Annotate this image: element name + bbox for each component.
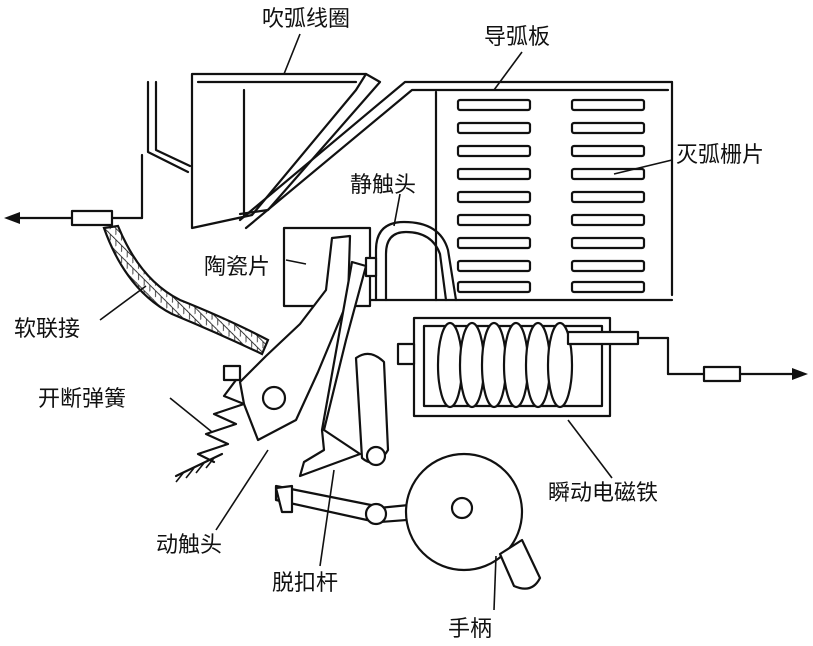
grid-plates-left (456, 98, 532, 294)
flexible-link (102, 224, 270, 356)
label-trip-lever: 脱扣杆 (272, 571, 338, 596)
label-arc-guide: 导弧板 (484, 25, 550, 50)
handle (404, 452, 542, 590)
label-flex-link: 软联接 (14, 317, 80, 342)
label-arc-grid: 灭弧栅片 (676, 143, 764, 168)
right-terminal (636, 336, 808, 383)
leader-lines (99, 33, 673, 611)
label-moving-contact: 动触头 (156, 533, 222, 558)
label-instant-electromagnet: 瞬动电磁铁 (548, 481, 658, 506)
grid-plates-right (570, 98, 646, 294)
label-ceramic-plate: 陶瓷片 (204, 255, 270, 280)
left-terminal (4, 153, 144, 227)
static-contact (364, 220, 458, 302)
arc-chute (434, 90, 674, 302)
label-handle: 手柄 (448, 617, 492, 642)
arc-guide-plate (238, 80, 674, 297)
label-break-spring: 开断弹簧 (38, 387, 126, 412)
blow-coil (190, 72, 382, 230)
trip-lever (298, 260, 390, 478)
magnet-coil (436, 321, 574, 409)
upper-conductor (146, 80, 192, 174)
label-static-contact: 静触头 (350, 173, 416, 198)
label-blow-coil: 吹弧线圈 (262, 7, 350, 32)
break-spring (174, 378, 246, 483)
instant-electromagnet (396, 316, 640, 418)
